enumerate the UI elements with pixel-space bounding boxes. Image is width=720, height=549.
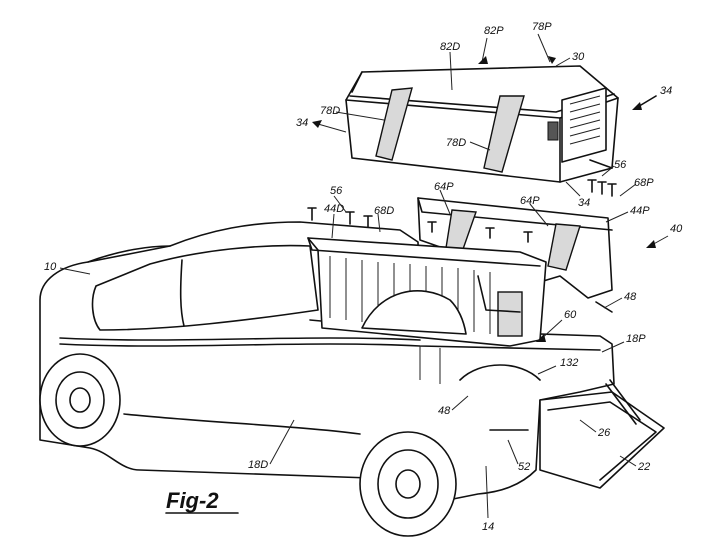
label-44D: 44D (324, 203, 344, 215)
label-40: 40 (670, 223, 683, 235)
bolts-left (307, 207, 373, 229)
arrows (312, 56, 657, 342)
label-34-right: 34 (660, 85, 672, 97)
label-56-left: 56 (330, 185, 343, 197)
label-64P-a: 64P (434, 181, 454, 193)
label-34-left: 34 (296, 117, 308, 129)
label-18D: 18D (248, 459, 268, 471)
leader-lines (59, 33, 669, 519)
label-22: 22 (637, 461, 650, 473)
label-132: 132 (560, 357, 578, 369)
label-48-left: 48 (438, 405, 451, 417)
label-68D: 68D (374, 205, 394, 217)
label-30: 30 (572, 51, 585, 63)
label-52: 52 (518, 461, 530, 473)
figure-title: Fig-2 (166, 488, 219, 513)
label-82D: 82D (440, 41, 460, 53)
label-78D-left: 78D (320, 105, 340, 117)
figure-caption: Fig-2 (165, 488, 239, 514)
label-68P: 68P (634, 177, 654, 189)
rail-driver (307, 237, 547, 347)
label-78P: 78P (532, 21, 552, 33)
label-60: 60 (564, 309, 577, 321)
label-14: 14 (482, 521, 494, 533)
reference-labels: 82P 78P 82D 30 34 34 78D 78D 56 34 68P 6… (44, 21, 683, 533)
label-48-right: 48 (624, 291, 637, 303)
label-34-mid: 34 (578, 197, 590, 209)
label-56-right: 56 (614, 159, 627, 171)
truck (39, 221, 665, 537)
label-82P: 82P (484, 25, 504, 37)
label-10: 10 (44, 261, 57, 273)
label-64P-b: 64P (520, 195, 540, 207)
label-18P: 18P (626, 333, 646, 345)
storage-box (345, 65, 619, 183)
label-44P: 44P (630, 205, 650, 217)
label-26: 26 (597, 427, 611, 439)
label-78D-front: 78D (446, 137, 466, 149)
bolts-right (587, 179, 617, 197)
